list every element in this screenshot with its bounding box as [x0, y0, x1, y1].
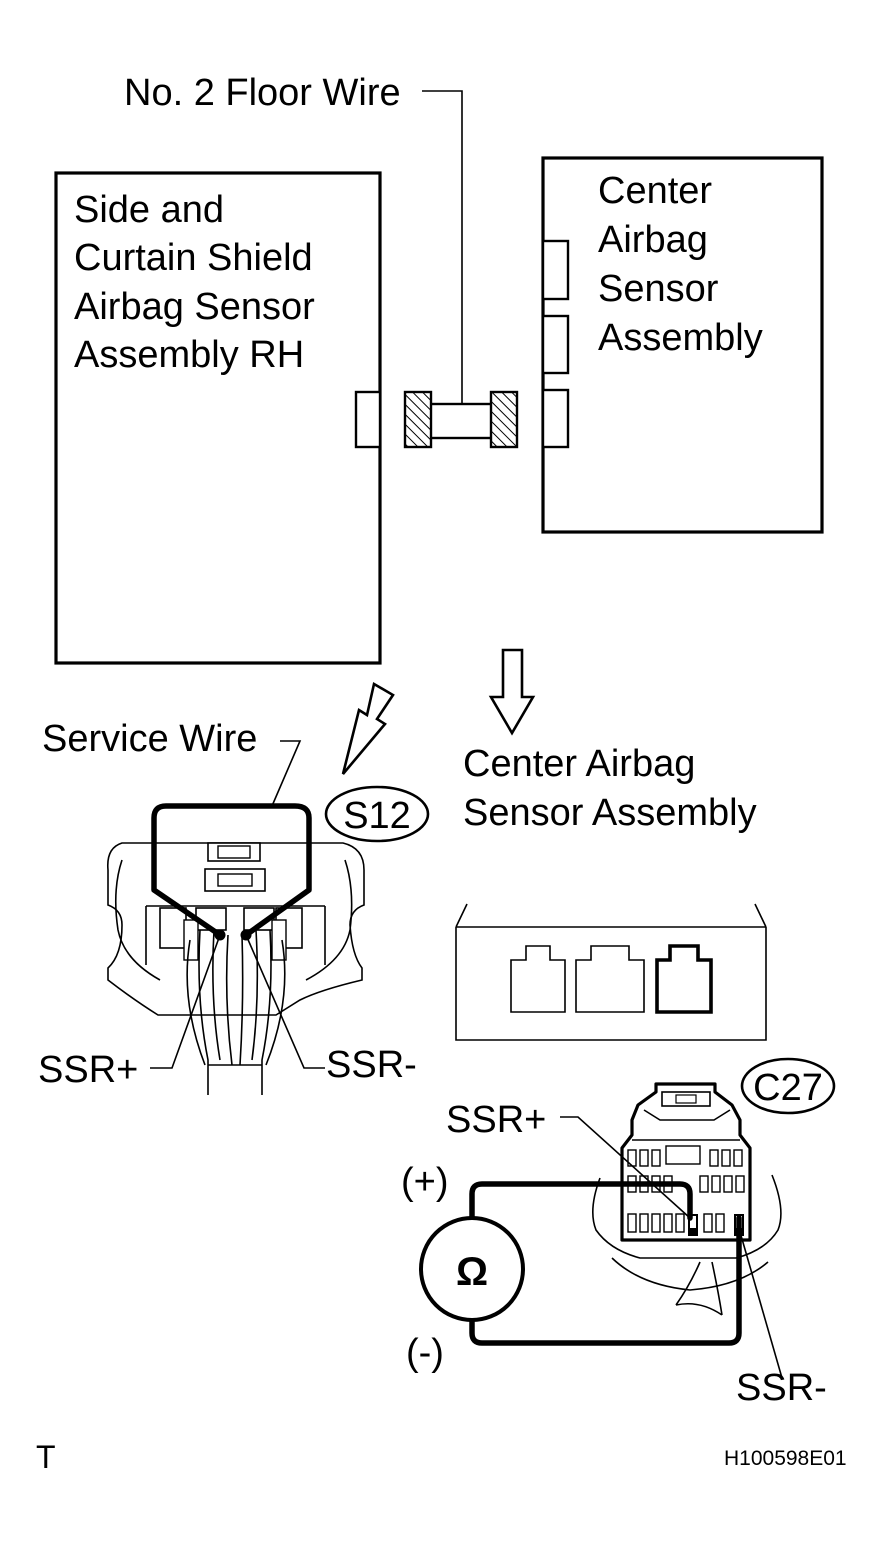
center-sensor-view: Center Airbag Sensor Assembly: [455, 743, 767, 1041]
side-sensor-label-line3: Airbag Sensor: [74, 286, 315, 328]
c27-badge: [740, 1057, 836, 1115]
floor-wire-plug-right: [489, 390, 519, 449]
side-curtain-airbag-sensor-rh: Side and Curtain Shield Airbag Sensor As…: [54, 171, 382, 665]
ssr-plus-label-s12: SSR+: [38, 1049, 138, 1091]
meter-negative-label: (-): [406, 1332, 444, 1374]
ssr-minus-label-c27: SSR-: [736, 1367, 827, 1409]
center-sensor-label-line1: Center: [598, 170, 712, 212]
arrow-down-icon: [488, 648, 536, 736]
center-sensor-label-line3: Sensor: [598, 268, 719, 310]
s12-badge: [324, 785, 430, 843]
side-sensor-label-line2: Curtain Shield: [74, 237, 313, 279]
ssr-plus-label-c27: SSR+: [446, 1099, 546, 1141]
ohmmeter-positive-lead: [469, 1181, 693, 1231]
side-sensor-label-line1: Side and: [74, 189, 224, 231]
center-view-socket-2: [575, 945, 645, 1013]
center-sensor-connector-2: [541, 314, 570, 375]
side-sensor-label-line4: Assembly RH: [74, 334, 304, 376]
center-view-label-line2: Sensor Assembly: [463, 792, 757, 834]
center-airbag-sensor-assembly: Center Airbag Sensor Assembly: [541, 156, 824, 534]
floor-wire-plug-left: [403, 390, 433, 449]
ohmmeter-negative-lead: [469, 1215, 742, 1346]
corner-mark: T: [36, 1439, 56, 1475]
arrow-to-s12-icon: [341, 681, 395, 775]
center-sensor-label-line2: Airbag: [598, 219, 708, 261]
c27-label: C27: [753, 1067, 823, 1109]
connector-c27-view: C27 SSR+ SSR-: [401, 1057, 836, 1409]
center-sensor-label-line4: Assembly: [598, 317, 763, 359]
ssr-minus-label-s12: SSR-: [326, 1044, 417, 1086]
service-wire-label: Service Wire: [42, 718, 257, 760]
ohm-symbol: Ω: [456, 1250, 488, 1294]
connector-s12-view: Service Wire S12: [38, 718, 430, 1095]
ohmmeter-icon: [419, 1216, 525, 1322]
figure-code: H100598E01: [724, 1447, 847, 1470]
center-view-socket-1: [510, 945, 566, 1013]
center-view-socket-3: [655, 944, 713, 1014]
s12-label: S12: [343, 795, 411, 837]
no2-floor-wire: No. 2 Floor Wire: [124, 72, 519, 449]
floor-wire-label: No. 2 Floor Wire: [124, 72, 401, 114]
side-sensor-connector: [354, 390, 382, 449]
service-wire-jumper: [151, 803, 312, 938]
center-sensor-connector-3: [541, 388, 570, 449]
center-sensor-connector-1: [541, 239, 570, 301]
center-view-label-line1: Center Airbag: [463, 743, 695, 785]
meter-positive-label: (+): [401, 1161, 449, 1203]
